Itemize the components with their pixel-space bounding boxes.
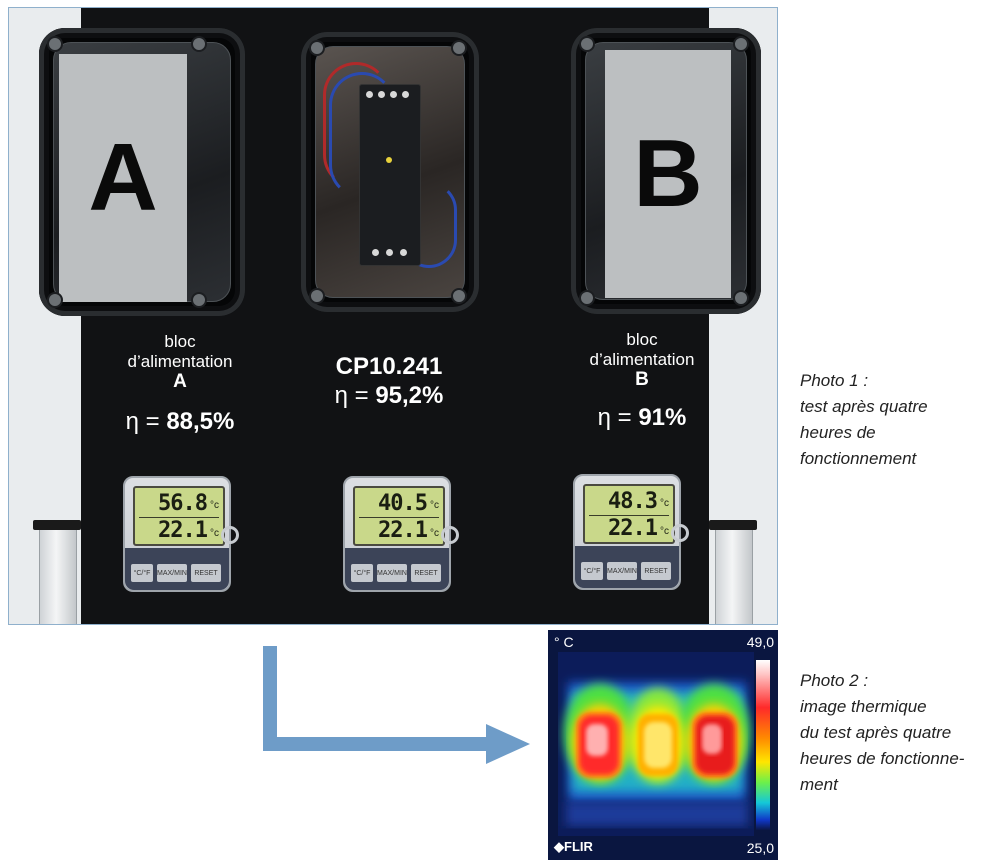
outside-temperature: 48.3 — [608, 489, 658, 514]
right-post-cap — [709, 520, 757, 530]
inside-temperature: 22.1 — [378, 518, 428, 543]
outside-temperature: 40.5 — [378, 491, 428, 516]
enclosure-b: B — [571, 28, 761, 314]
note-line: du test après quatre — [800, 723, 952, 742]
screw-icon — [191, 292, 207, 308]
photo-2-thermal-image: ° C 49,0 25,0 ◆FLIR — [548, 630, 778, 860]
screw-icon — [733, 36, 749, 52]
thermometer-display: 48.3 °c 22.1 °c — [583, 484, 675, 544]
temperature-unit: ° C — [554, 634, 574, 650]
enclosure-b-letter: B — [633, 120, 703, 227]
arrow-icon — [263, 646, 530, 764]
cable-loop-icon — [671, 524, 689, 542]
power-supply-module — [359, 84, 421, 266]
terminal-icon — [400, 249, 407, 256]
max-min-button: MAX/MIN — [607, 562, 637, 580]
screw-icon — [579, 290, 595, 306]
note-line: Photo 1 : — [800, 371, 869, 390]
screw-icon — [47, 36, 63, 52]
reset-button: RESET — [641, 562, 671, 580]
caption-a-line2: d’alimentation — [127, 352, 233, 371]
terminal-icon — [402, 91, 409, 98]
wire-blue — [401, 182, 457, 268]
left-support-post — [39, 526, 77, 624]
photo-1-note: Photo 1 : test après quatre heures de fo… — [800, 368, 928, 472]
screw-icon — [191, 36, 207, 52]
enclosure-cp10 — [301, 32, 479, 312]
note-line: fonctionnement — [800, 449, 917, 468]
scale-min: 25,0 — [746, 840, 774, 856]
screw-icon — [309, 288, 325, 304]
wire-red — [323, 62, 389, 188]
caption-a-line1: bloc — [164, 332, 196, 351]
cable-loop-icon — [221, 526, 239, 544]
caption-b-efficiency: η = 91% — [597, 404, 687, 431]
unit-toggle-button: °C/°F — [131, 564, 153, 582]
note-line: image thermique — [800, 697, 927, 716]
temperature-scale-bar — [756, 660, 770, 830]
caption-cp10-efficiency: η = 95,2% — [334, 382, 444, 409]
efficiency-value: 91% — [638, 404, 687, 431]
note-line: test après quatre — [800, 397, 928, 416]
unit-toggle-button: °C/°F — [351, 564, 373, 582]
thermometer-display: 40.5 °c 22.1 °c — [353, 486, 445, 546]
note-line: Photo 2 : — [800, 671, 869, 690]
screw-icon — [579, 36, 595, 52]
caption-b-line2: d’alimentation — [589, 350, 695, 369]
flame-icon: ◆ — [554, 839, 564, 854]
caption-b-letter: B — [635, 369, 649, 390]
caption-cp10: CP10.241 η = 95,2% — [299, 352, 479, 410]
outside-temperature: 56.8 — [158, 491, 208, 516]
terminal-icon — [386, 249, 393, 256]
terminal-icon — [378, 91, 385, 98]
thermometer-a: 56.8 °c 22.1 °c °C/°F MAX/MIN RESET — [123, 476, 239, 592]
screw-icon — [309, 40, 325, 56]
note-line: heures de fonctionne- — [800, 749, 965, 768]
screw-icon — [47, 292, 63, 308]
max-min-button: MAX/MIN — [157, 564, 187, 582]
terminal-icon — [390, 91, 397, 98]
efficiency-value: 88,5% — [166, 408, 235, 435]
terminal-icon — [372, 249, 379, 256]
enclosure-a: A — [39, 28, 245, 316]
scale-max: 49,0 — [746, 634, 774, 650]
right-support-post — [715, 526, 753, 624]
cable-loop-icon — [441, 526, 459, 544]
enclosure-a-letter: A — [88, 124, 158, 231]
thermometer-b: 48.3 °c 22.1 °c °C/°F MAX/MIN RESET — [573, 474, 689, 590]
caption-a-efficiency: η = 88,5% — [125, 408, 235, 435]
thermal-scene — [558, 652, 754, 836]
inside-temperature: 22.1 — [158, 518, 208, 543]
enclosure-a-label: A — [59, 54, 187, 302]
inside-temperature: 22.1 — [608, 516, 658, 541]
note-line: heures de — [800, 423, 876, 442]
screw-icon — [451, 40, 467, 56]
caption-a: bloc d’alimentation A η = 88,5% — [95, 332, 265, 436]
caption-b-line1: bloc — [626, 330, 658, 349]
thermometer-display: 56.8 °c 22.1 °c — [133, 486, 225, 546]
wire-blue — [329, 72, 395, 198]
left-post-cap — [33, 520, 81, 530]
caption-b: bloc d’alimentation B η = 91% — [557, 330, 727, 432]
flir-logo: ◆FLIR — [554, 839, 593, 855]
reset-button: RESET — [191, 564, 221, 582]
efficiency-value: 95,2% — [375, 382, 444, 409]
screw-icon — [451, 288, 467, 304]
unit-toggle-button: °C/°F — [581, 562, 603, 580]
caption-cp10-model: CP10.241 — [335, 353, 443, 380]
screw-icon — [733, 290, 749, 306]
flir-logo-text: FLIR — [564, 839, 593, 854]
photo-2-note: Photo 2 : image thermique du test après … — [800, 668, 964, 798]
reset-button: RESET — [411, 564, 441, 582]
thermometer-cp10: 40.5 °c 22.1 °c °C/°F MAX/MIN RESET — [343, 476, 459, 592]
photo-1: A B — [8, 7, 778, 625]
enclosure-b-label: B — [605, 50, 731, 298]
note-line: ment — [800, 775, 838, 794]
caption-a-letter: A — [173, 371, 187, 392]
terminal-icon — [366, 91, 373, 98]
max-min-button: MAX/MIN — [377, 564, 407, 582]
status-led — [386, 157, 392, 163]
